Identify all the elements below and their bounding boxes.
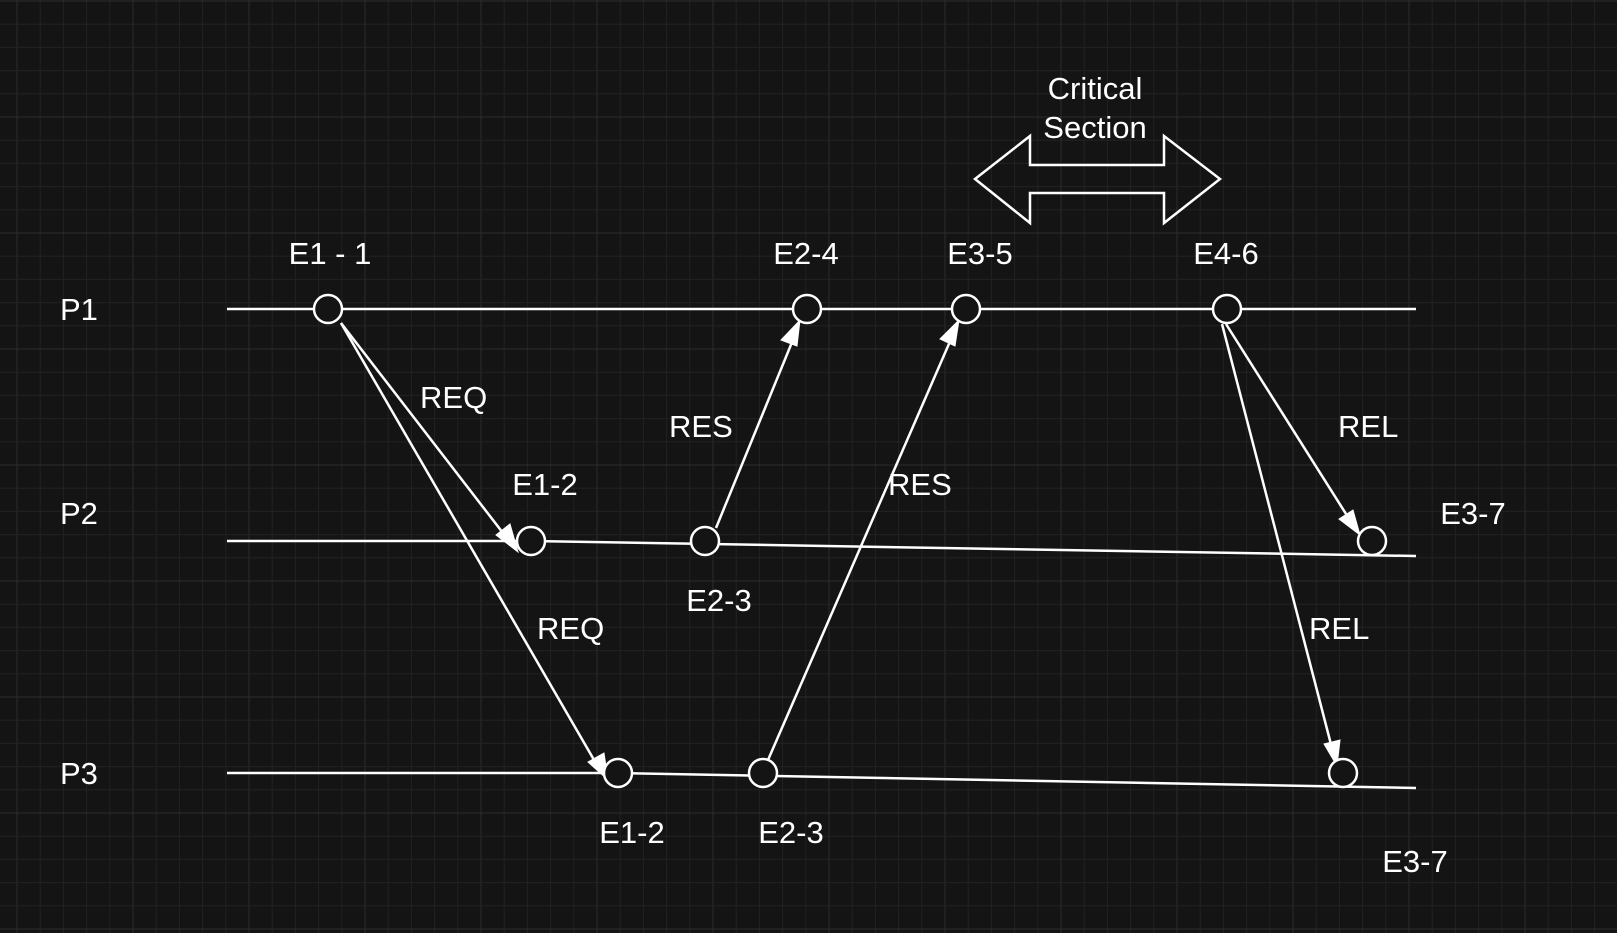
message-label-req-2: REQ (537, 611, 604, 646)
message-req-p1-p3 (339, 322, 603, 773)
event-label-p3-e2: E2-3 (758, 815, 823, 850)
process-label-p3: P3 (60, 756, 98, 791)
event-label-p2-e2: E2-3 (686, 583, 751, 618)
arrowhead-res-p2-p1 (780, 318, 801, 347)
event-label-p2-e1: E1-2 (512, 467, 577, 502)
event-node-p3-e3 (1327, 757, 1359, 789)
lifeline-p2 (227, 539, 1417, 558)
message-res-p3-p1 (766, 329, 957, 761)
event-node-p2-e2 (689, 525, 721, 557)
message-rel-p1-p2 (1224, 323, 1355, 526)
event-node-p1-e3 (950, 293, 982, 325)
event-label-p1-e1: E1 - 1 (289, 236, 372, 271)
critical-section-double-arrow (972, 133, 1223, 226)
event-label-p2-e3: E3-7 (1440, 496, 1505, 531)
process-label-p2: P2 (60, 496, 98, 531)
process-label-p1: P1 (60, 292, 98, 327)
event-node-p2-e1 (515, 525, 547, 557)
event-node-p2-e3 (1356, 525, 1388, 557)
event-node-p1-e2 (791, 293, 823, 325)
message-label-req-1: REQ (420, 380, 487, 415)
event-label-p1-e2: E2-4 (773, 236, 838, 271)
message-label-rel-1: REL (1338, 409, 1398, 444)
message-label-res-2: RES (888, 467, 952, 502)
arrowhead-res-p3-p1 (939, 318, 960, 347)
event-label-p1-e3: E3-5 (947, 236, 1012, 271)
event-label-p3-e1: E1-2 (599, 815, 664, 850)
critical-section-label-line1: Critical (1048, 71, 1143, 106)
critical-section-label-line2: Section (1043, 110, 1146, 145)
event-node-p3-e1 (602, 757, 634, 789)
event-label-p3-e3: E3-7 (1382, 844, 1447, 879)
message-label-res-1: RES (669, 409, 733, 444)
lifeline-p3 (227, 771, 1417, 790)
message-res-p2-p1 (714, 329, 799, 529)
message-label-rel-2: REL (1309, 611, 1369, 646)
event-label-p1-e4: E4-6 (1193, 236, 1258, 271)
arrowhead-rel-p1-p2 (1338, 509, 1361, 537)
arrowhead-req-p1-p2 (495, 523, 519, 554)
message-rel-p1-p3 (1220, 323, 1336, 757)
message-req-p1-p2 (340, 322, 514, 547)
event-node-p1-e4 (1211, 293, 1243, 325)
event-node-p1-e1 (312, 293, 344, 325)
event-node-p3-e2 (747, 757, 779, 789)
